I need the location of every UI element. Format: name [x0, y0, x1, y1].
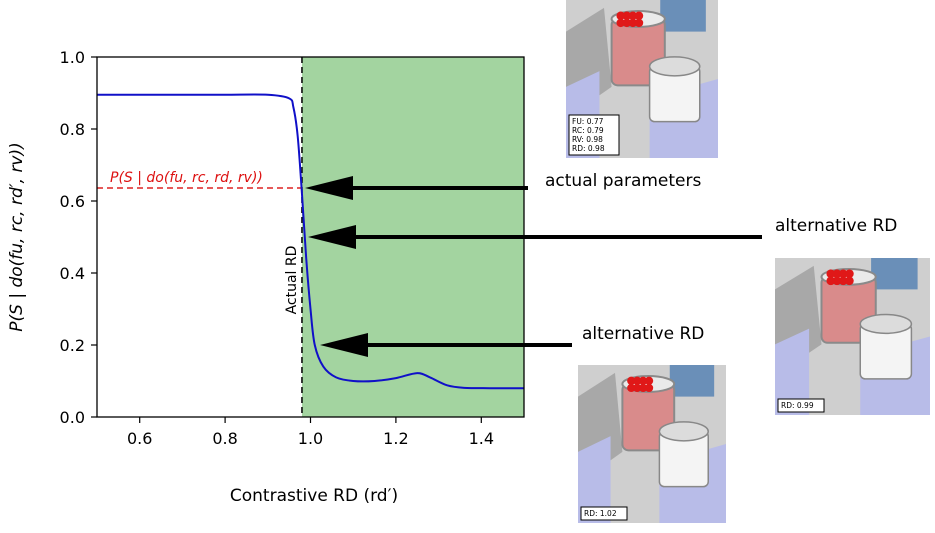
annotation-actual-parameters: actual parameters: [545, 171, 701, 191]
parameter-text: RD: 0.99: [781, 401, 814, 410]
x-tick-label: 0.8: [212, 429, 237, 448]
x-tick-label: 1.4: [469, 429, 494, 448]
target-container-rim: [658, 421, 709, 442]
ball: [627, 376, 636, 385]
ball: [826, 269, 836, 279]
parameter-text: RC: 0.79: [572, 126, 604, 135]
ball: [832, 269, 842, 279]
ball: [644, 383, 654, 393]
robot-arm: [669, 365, 715, 397]
ball: [638, 376, 648, 385]
parameter-box: [580, 506, 628, 521]
ball: [832, 276, 842, 286]
ball: [622, 11, 632, 21]
y-tick-label: 0.4: [60, 264, 85, 283]
arrow-actual: [305, 176, 528, 201]
ball: [627, 383, 636, 393]
actual-rd-label: Actual RD: [284, 246, 300, 315]
ball: [628, 18, 638, 28]
series-line: [97, 93, 525, 390]
ball: [845, 276, 854, 286]
ball: [634, 11, 644, 21]
ball: [616, 11, 625, 21]
y-tick-label: 0.0: [60, 408, 85, 427]
y-ticks: 0.0 0.2 0.4 0.6 0.8 1.0: [60, 48, 97, 427]
ball: [826, 276, 836, 286]
parameter-box: [777, 398, 825, 413]
annotation-alternative-rd-bottom: alternative RD: [582, 324, 704, 344]
ball: [644, 376, 654, 385]
x-tick-label: 1.2: [383, 429, 408, 448]
x-axis-label: Contrastive RD (rd′): [230, 486, 398, 506]
y-tick-label: 0.2: [60, 336, 85, 355]
arrow-alt1: [308, 225, 762, 249]
y-tick-label: 1.0: [60, 48, 85, 67]
ball: [616, 18, 625, 28]
arrow-alt2: [320, 333, 572, 357]
ball: [838, 269, 848, 279]
robot-arm: [660, 0, 706, 32]
parameter-box: [568, 114, 620, 156]
annotation-alternative-rd-top: alternative RD: [775, 216, 897, 236]
ball: [634, 18, 644, 28]
robot-arm: [871, 258, 918, 290]
arrows: [305, 176, 762, 357]
reference-line-label: P(S | do(fu, rc, rd, rv)): [110, 170, 263, 186]
ball: [633, 383, 642, 393]
scene-block-left: [775, 328, 810, 415]
target-container-rim: [648, 56, 701, 77]
x-ticks: 0.6 0.8 1.0 1.2 1.4: [127, 417, 494, 448]
parameter-text: RD: 0.98: [572, 144, 605, 153]
scene-thumbnail-bottom: RD: 1.02: [578, 365, 726, 523]
scene-block-left: [578, 436, 611, 523]
y-tick-label: 0.6: [60, 192, 85, 211]
x-tick-label: 1.0: [298, 429, 323, 448]
target-container-rim: [859, 313, 913, 335]
scene-thumbnail-right: RD: 0.99: [775, 258, 930, 415]
ball: [838, 276, 848, 286]
parameter-text: FU: 0.77: [572, 117, 604, 126]
ball: [633, 376, 642, 385]
ball: [622, 18, 632, 28]
y-axis-label: P(S | do(fu, rc, rd′, rv)): [7, 142, 27, 332]
ball: [638, 383, 648, 393]
y-tick-label: 0.8: [60, 120, 85, 139]
ball: [628, 11, 638, 21]
parameter-text: RD: 1.02: [584, 509, 617, 518]
x-tick-label: 0.6: [127, 429, 152, 448]
parameter-text: RV: 0.98: [572, 135, 603, 144]
ball: [845, 269, 854, 279]
